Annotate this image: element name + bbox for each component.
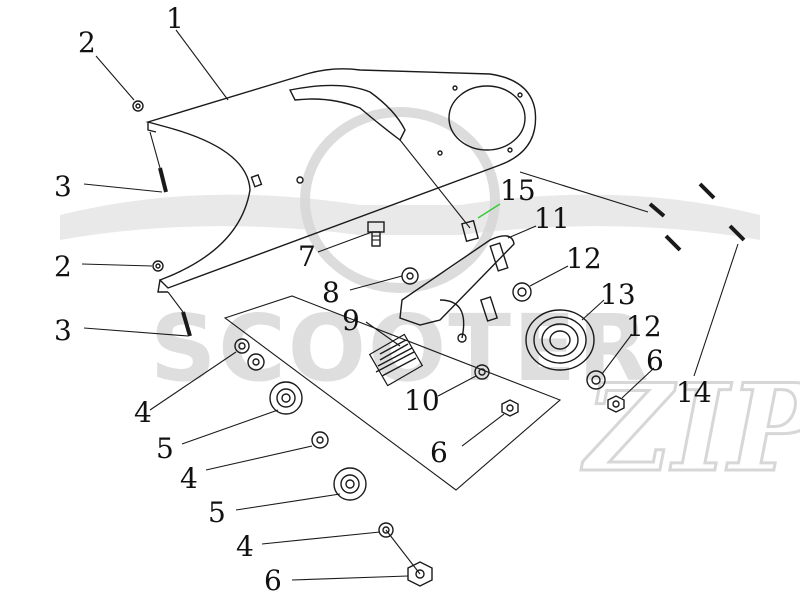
callout-10: 10 [404, 384, 440, 417]
callout-1: 1 [166, 2, 184, 35]
watermark-scooter-shape [60, 194, 760, 240]
callout-11: 11 [534, 202, 570, 235]
part-6-nut-mid [501, 399, 519, 417]
part-14-bolts [519, 171, 746, 252]
watermark-brand-suffix: ZIP [581, 358, 800, 499]
leader-lines [81, 29, 739, 581]
part-8-washer [401, 267, 419, 285]
callout-3-upper: 3 [54, 170, 72, 203]
part-2-nut-lower [152, 260, 164, 272]
part-3-screw-lower [167, 291, 192, 337]
part-12-bushing-upper [512, 282, 532, 302]
callout-15: 15 [500, 174, 536, 207]
callout-3-lower: 3 [54, 314, 72, 347]
part-15-shaft [399, 139, 479, 243]
callout-4-first: 4 [134, 396, 152, 429]
bearing-stack [223, 295, 562, 575]
leader-15-highlight [477, 203, 501, 219]
callout-7: 7 [298, 240, 316, 273]
callout-9: 9 [342, 304, 360, 337]
part-6-nut-right [607, 395, 625, 413]
callouts: 1 2 3 2 3 4 5 4 5 4 6 7 8 9 10 6 15 11 1… [54, 2, 712, 597]
callout-6-right: 6 [646, 344, 664, 377]
callout-5-second: 5 [208, 496, 226, 529]
callout-12-upper: 12 [566, 242, 602, 275]
small-pin [250, 174, 263, 188]
part-7-bolt [367, 221, 385, 247]
callout-6-bottom: 6 [264, 564, 282, 597]
callout-12-lower: 12 [626, 310, 662, 343]
part-9-spring [368, 333, 424, 387]
callout-2-lower: 2 [54, 250, 72, 283]
part-12-bushing-lower [586, 370, 606, 390]
part-13-pulley [525, 309, 595, 371]
part-2-nut-upper [132, 100, 144, 112]
callout-6-mid: 6 [430, 436, 448, 469]
callout-13: 13 [600, 278, 636, 311]
small-dot [296, 176, 304, 184]
part-11-tensioner-arm [399, 235, 515, 343]
part-3-screw-upper [149, 131, 168, 193]
callout-4-second: 4 [180, 462, 198, 495]
callout-4-third: 4 [236, 530, 254, 563]
watermark-ring [300, 107, 500, 293]
callout-14: 14 [676, 376, 712, 409]
callout-8: 8 [322, 276, 340, 309]
callout-2-upper: 2 [78, 26, 96, 59]
part-1-chain-guard [145, 68, 537, 293]
part-6-nut-bottom [407, 561, 433, 587]
part-11-stud [479, 242, 509, 322]
callout-5-first: 5 [156, 432, 174, 465]
